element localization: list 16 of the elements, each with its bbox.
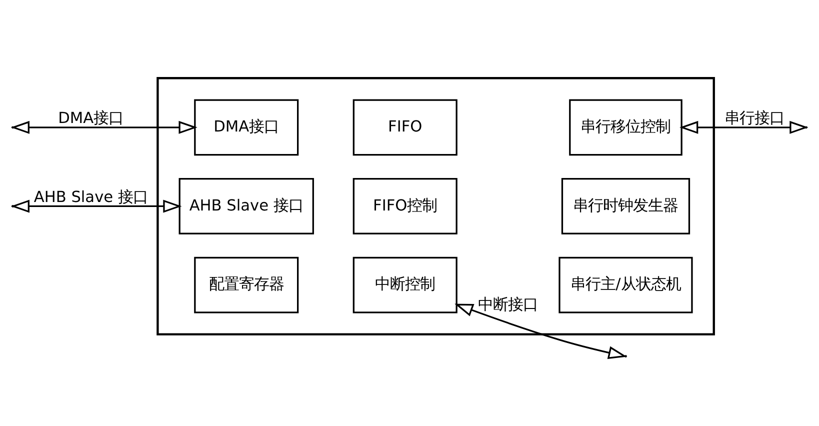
node-box: FIFO <box>352 99 458 156</box>
node-box: FIFO控制 <box>352 178 458 234</box>
arrow <box>454 304 627 360</box>
edge-label: DMA接口 <box>58 109 124 128</box>
arrow <box>10 200 182 213</box>
node-box: 串行主/从状态机 <box>558 256 693 314</box>
node-box: 配置寄存器 <box>194 256 299 314</box>
edge-label: AHB Slave 接口 <box>34 188 148 206</box>
edge-label: 中断接口 <box>478 295 538 314</box>
node-box: DMA接口 <box>194 99 299 156</box>
cluster <box>156 77 715 336</box>
node-box: AHB Slave 接口 <box>178 178 314 234</box>
edge-label: 串行接口 <box>724 109 784 128</box>
node-box: 中断控制 <box>352 256 458 314</box>
node-box: 串行移位控制 <box>569 99 682 156</box>
node-box: 串行时钟发生器 <box>561 178 690 234</box>
